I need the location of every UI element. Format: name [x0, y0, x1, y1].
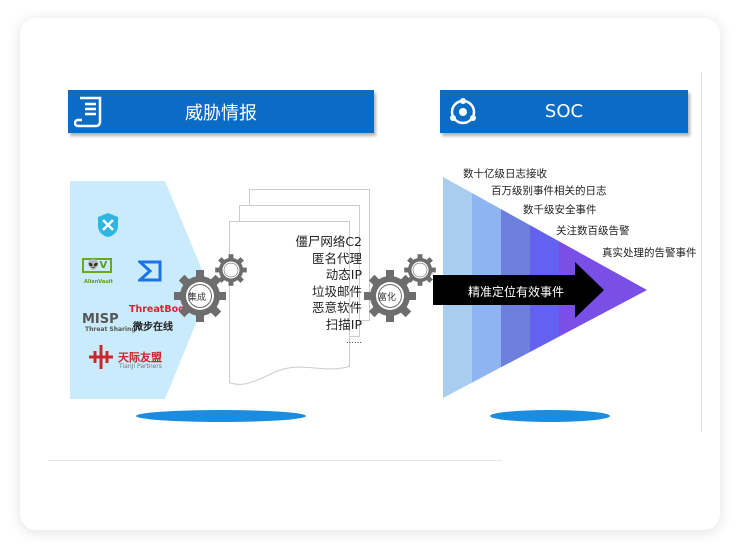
shield-x-logo-icon — [98, 213, 118, 237]
intel-type: …… — [346, 336, 362, 345]
soc-header: SOC — [440, 90, 688, 133]
sigma-logo-icon — [138, 260, 162, 282]
misp-logo: MISP — [82, 312, 119, 327]
threatbook-logo: ThreatBook — [129, 304, 191, 315]
intel-type: 垃圾邮件 — [311, 283, 362, 299]
doc-front — [229, 221, 350, 385]
arrow — [433, 262, 604, 318]
intel-type: 扫描IP — [325, 316, 362, 332]
funnel-level: 数十亿级日志接收 — [463, 168, 547, 180]
intel-type: 动态IP — [325, 267, 362, 282]
arrow-label: 精准定位有效事件 — [468, 285, 565, 299]
tianji-sublabel: TianJi Partners — [119, 363, 162, 370]
threat-intel-title: 威胁情报 — [185, 102, 257, 124]
pedestal-left — [136, 410, 306, 422]
soc-title: SOC — [544, 101, 584, 122]
funnel-level: 真实处理的告警事件 — [602, 247, 697, 259]
integrate-label: 集成 — [188, 293, 207, 303]
intel-type: 僵尸网络C2 — [295, 234, 362, 249]
threat-intel-header: 威胁情报 — [68, 90, 374, 133]
alienvault-label: AlienVault — [84, 279, 113, 285]
tianji-logo: 天际友盟 — [118, 351, 162, 364]
threatbook-cn: 微步在线 — [133, 322, 173, 333]
network-hub-icon — [450, 98, 476, 125]
document-scroll-icon — [74, 96, 102, 128]
funnel-level: 数千级安全事件 — [523, 204, 597, 216]
alienvault-logo: 👽V — [82, 258, 113, 273]
intel-type: 匿名代理 — [311, 250, 362, 266]
tianji-logo-icon — [89, 345, 113, 369]
pedestal-right — [490, 410, 610, 422]
funnel-level: 百万级别事件相关的日志 — [491, 185, 607, 197]
intel-types-list: 僵尸网络C2 匿名代理 动态IP 垃圾邮件 恶意软件 扫描IP …… — [250, 234, 362, 350]
enrich-label: 富化 — [378, 293, 397, 303]
funnel-level: 关注数百级告警 — [556, 225, 630, 237]
misp-sublabel: Threat Sharing — [85, 326, 136, 333]
intel-type: 恶意软件 — [311, 300, 362, 315]
divider — [701, 72, 702, 432]
baseline — [48, 460, 502, 461]
